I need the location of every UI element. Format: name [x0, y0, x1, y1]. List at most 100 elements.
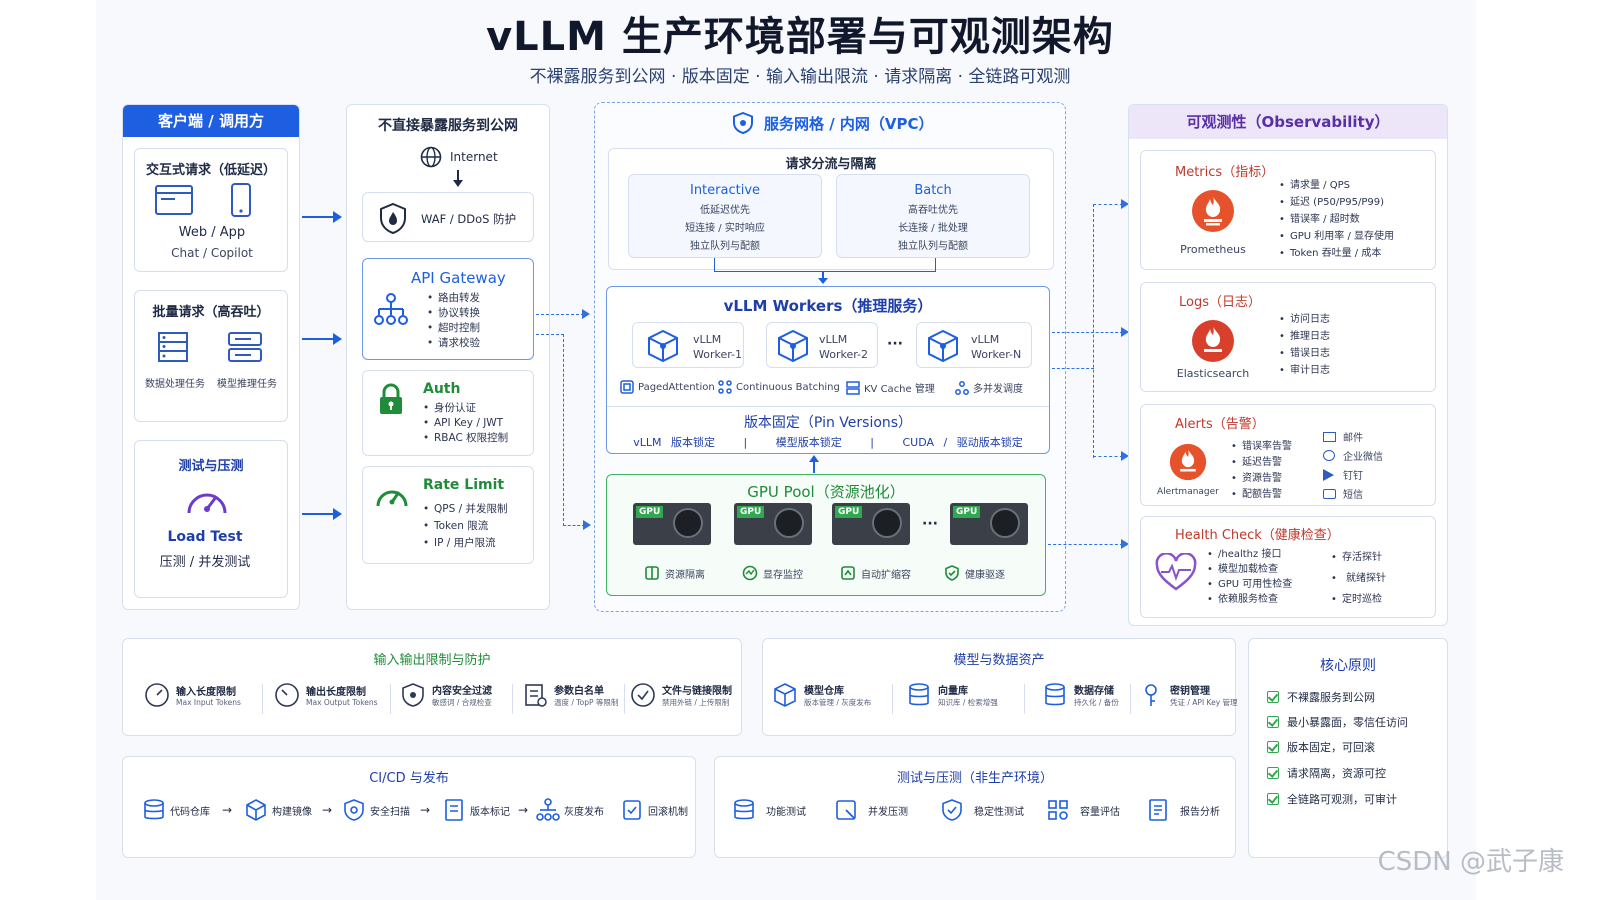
- principle-item: 全链路可观测，可审计: [1267, 791, 1397, 807]
- client-batch-card: 批量请求（高吞吐） 数据处理任务 模型推理任务: [134, 290, 288, 422]
- cicd-panel: CI/CD 与发布: [122, 756, 696, 858]
- workers-ellipsis: ···: [887, 336, 903, 352]
- prometheus-icon: [1192, 190, 1234, 232]
- client-batch-item1: 数据处理任务: [145, 379, 205, 390]
- gateway-card: API Gateway 路由转发 协议转换 超时控制 请求校验: [362, 258, 534, 360]
- io-item-sub: 温度 / TopP 等限制: [554, 698, 619, 707]
- worker-feature: KV Cache 管理: [846, 380, 935, 395]
- route-batch-l1: 高吞吐优先: [908, 205, 958, 216]
- alerts-title: Alerts（告警）: [1175, 417, 1265, 432]
- pin-divider: [607, 406, 1049, 407]
- principle-item: 版本固定，可回滚: [1267, 739, 1375, 755]
- divider: [1130, 684, 1131, 714]
- metrics-item: 请求量 / QPS: [1279, 177, 1394, 194]
- metrics-item: 错误率 / 超时数: [1279, 211, 1394, 228]
- assets-panel: 模型与数据资产: [762, 638, 1236, 736]
- page-title: vLLM 生产环境部署与可观测架构: [486, 14, 1114, 60]
- health-item: 模型加载检查: [1207, 562, 1292, 577]
- gpu-card-icon: GPU: [832, 503, 910, 545]
- health-title: Health Check（健康检查）: [1175, 528, 1340, 543]
- health-card: Health Check（健康检查） /healthz 接口 模型加载检查 GP…: [1140, 516, 1436, 618]
- io-item: 内容安全过滤敏感词 / 合规检查: [400, 682, 492, 708]
- alerts-item: 错误率告警: [1231, 439, 1292, 455]
- arrow-interactive-to-edge: [302, 211, 342, 223]
- down-arrow-icon: [818, 271, 828, 284]
- waf-card: WAF / DDoS 防护: [362, 192, 534, 242]
- browser-icon: [155, 185, 193, 215]
- logs-item: 审计日志: [1279, 362, 1330, 379]
- gpu-pool-title: GPU Pool（资源池化）: [747, 483, 905, 501]
- document-tag-icon: [445, 799, 463, 821]
- worker-l2: Worker-2: [819, 348, 869, 361]
- client-interactive-line2: Chat / Copilot: [171, 246, 253, 260]
- mail-icon: [1323, 431, 1336, 442]
- arrow-to-logs: [1052, 327, 1129, 337]
- test-step: 稳定性测试: [940, 798, 1024, 822]
- cicd-step: 代码仓库: [142, 798, 210, 822]
- arrow-right-icon: →: [420, 803, 431, 817]
- alerts-list: 错误率告警 延迟告警 资源告警 配额告警: [1231, 439, 1292, 503]
- check-icon: [1267, 793, 1279, 805]
- test-step: 并发压测: [834, 798, 908, 822]
- client-interactive-line1: Web / App: [178, 225, 246, 240]
- health-item: GPU 可用性检查: [1207, 577, 1292, 592]
- shield-fire-icon: [380, 202, 406, 234]
- alerts-item: 资源告警: [1231, 471, 1292, 487]
- client-test-line1: Load Test: [167, 529, 243, 545]
- divider: [390, 684, 391, 714]
- logs-title: Logs（日志）: [1179, 295, 1261, 310]
- health-probe: 就绪探针: [1331, 568, 1386, 589]
- storage-icon: [1045, 683, 1065, 706]
- arrow-batch-to-edge: [302, 333, 342, 345]
- cube-icon: [778, 329, 808, 363]
- route-batch-l2: 长连接 / 批处理: [898, 223, 968, 234]
- io-item-label: 内容安全过滤: [432, 686, 492, 697]
- gpu-feature-label: 健康驱逐: [965, 569, 1005, 581]
- principle-item: 请求隔离，资源可控: [1267, 765, 1386, 781]
- alert-channel: 企业微信: [1323, 448, 1383, 463]
- logs-list: 访问日志 推理日志 错误日志 审计日志: [1279, 311, 1330, 379]
- gateway-item: 超时控制: [427, 321, 480, 336]
- file-shield-icon: [631, 683, 655, 707]
- alert-channel-label: 邮件: [1343, 433, 1363, 444]
- server-rack-icon: [228, 332, 262, 362]
- cicd-step: 灰度发布: [536, 798, 604, 822]
- connector-workers-obs: [1052, 368, 1094, 369]
- principle-label: 不裸露服务到公网: [1287, 691, 1375, 704]
- auth-item: API Key / JWT: [423, 416, 508, 431]
- health-shield-icon: [945, 565, 959, 581]
- pin-sep: |: [870, 436, 874, 449]
- speedometer-icon: [187, 493, 227, 514]
- gateway-list: 路由转发 协议转换 超时控制 请求校验: [427, 291, 480, 351]
- watermark: CSDN @武子康: [1377, 847, 1564, 877]
- test-step-label: 容量评估: [1080, 806, 1120, 818]
- gauge-icon: [145, 683, 169, 707]
- workers-card: vLLM Workers（推理服务）: [606, 286, 1050, 454]
- ratelimit-item: IP / 用户限流: [423, 535, 507, 552]
- route-interactive-title: Interactive: [689, 183, 761, 198]
- auth-card: Auth 身份认证 API Key / JWT RBAC 权限控制: [362, 370, 534, 456]
- route-interactive-l2: 短连接 / 实时响应: [685, 223, 765, 234]
- check-icon: [1267, 767, 1279, 779]
- capacity-icon: [1048, 800, 1068, 820]
- worker-l1: vLLM: [971, 333, 1000, 346]
- gpu-feature: 自动扩缩容: [840, 565, 911, 581]
- page-subtitle: 不裸露服务到公网 · 版本固定 · 输入输出限流 · 请求隔离 · 全链路可观测: [529, 67, 1071, 87]
- test-step: 容量评估: [1046, 798, 1120, 822]
- gpu-feature-label: 显存监控: [763, 569, 803, 581]
- route-batch-title: Batch: [914, 183, 952, 198]
- io-item-label: 参数白名单: [554, 686, 604, 697]
- test-step-label: 并发压测: [868, 806, 908, 818]
- database-icon: [734, 799, 754, 820]
- gauge-icon: [275, 683, 299, 707]
- asset-item-label: 数据存储: [1074, 686, 1114, 697]
- pin-sep: |: [743, 436, 748, 449]
- worker-card: vLLM Worker-N: [916, 322, 1032, 368]
- client-interactive-title: 交互式请求（低延迟）: [145, 163, 276, 178]
- worker-l2: Worker-1: [693, 348, 743, 361]
- alerts-item: 延迟告警: [1231, 455, 1292, 471]
- health-probes: 存活探针 就绪探针 定时巡检: [1331, 547, 1386, 610]
- gpu-ellipsis: ···: [922, 516, 938, 532]
- heartbeat-icon: [1155, 553, 1197, 591]
- tests-panel: 测试与压测（非生产环境）: [714, 756, 1236, 858]
